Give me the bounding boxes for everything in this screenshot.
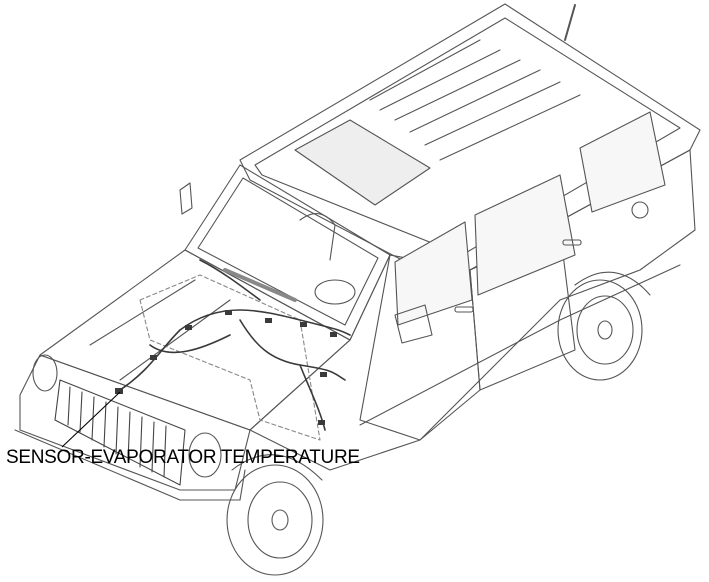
cowl-vent <box>223 268 297 302</box>
wiring-harness <box>115 259 351 431</box>
headlight-left <box>188 432 222 478</box>
headlight-right <box>32 354 58 392</box>
rear-door-handle <box>562 239 582 246</box>
fuel-door <box>631 201 649 219</box>
callout-label: SENSOR-EVAPORATOR TEMPERATURE <box>6 447 360 468</box>
front-fascia <box>19 354 251 491</box>
roof-inner <box>254 17 681 256</box>
side-mirror <box>394 304 433 344</box>
hood-crease <box>89 279 231 381</box>
rear-door-window <box>474 174 576 296</box>
harness-routing-zone <box>139 274 321 441</box>
front-wheel <box>226 454 324 576</box>
front-door-handle <box>454 306 474 313</box>
callout-leader <box>61 391 121 448</box>
seat-back <box>299 213 336 261</box>
other-side-mirror <box>179 182 193 215</box>
steering-wheel <box>314 279 356 305</box>
front-bumper <box>14 429 246 501</box>
quarter-window <box>579 111 666 213</box>
antenna <box>564 4 576 41</box>
grille <box>54 379 186 486</box>
sunroof <box>294 119 431 206</box>
roof-ribs <box>369 39 581 161</box>
harness-connectors <box>115 310 337 425</box>
rear-wheel <box>557 271 651 381</box>
side-molding <box>359 264 681 426</box>
front-door-window <box>394 221 473 326</box>
